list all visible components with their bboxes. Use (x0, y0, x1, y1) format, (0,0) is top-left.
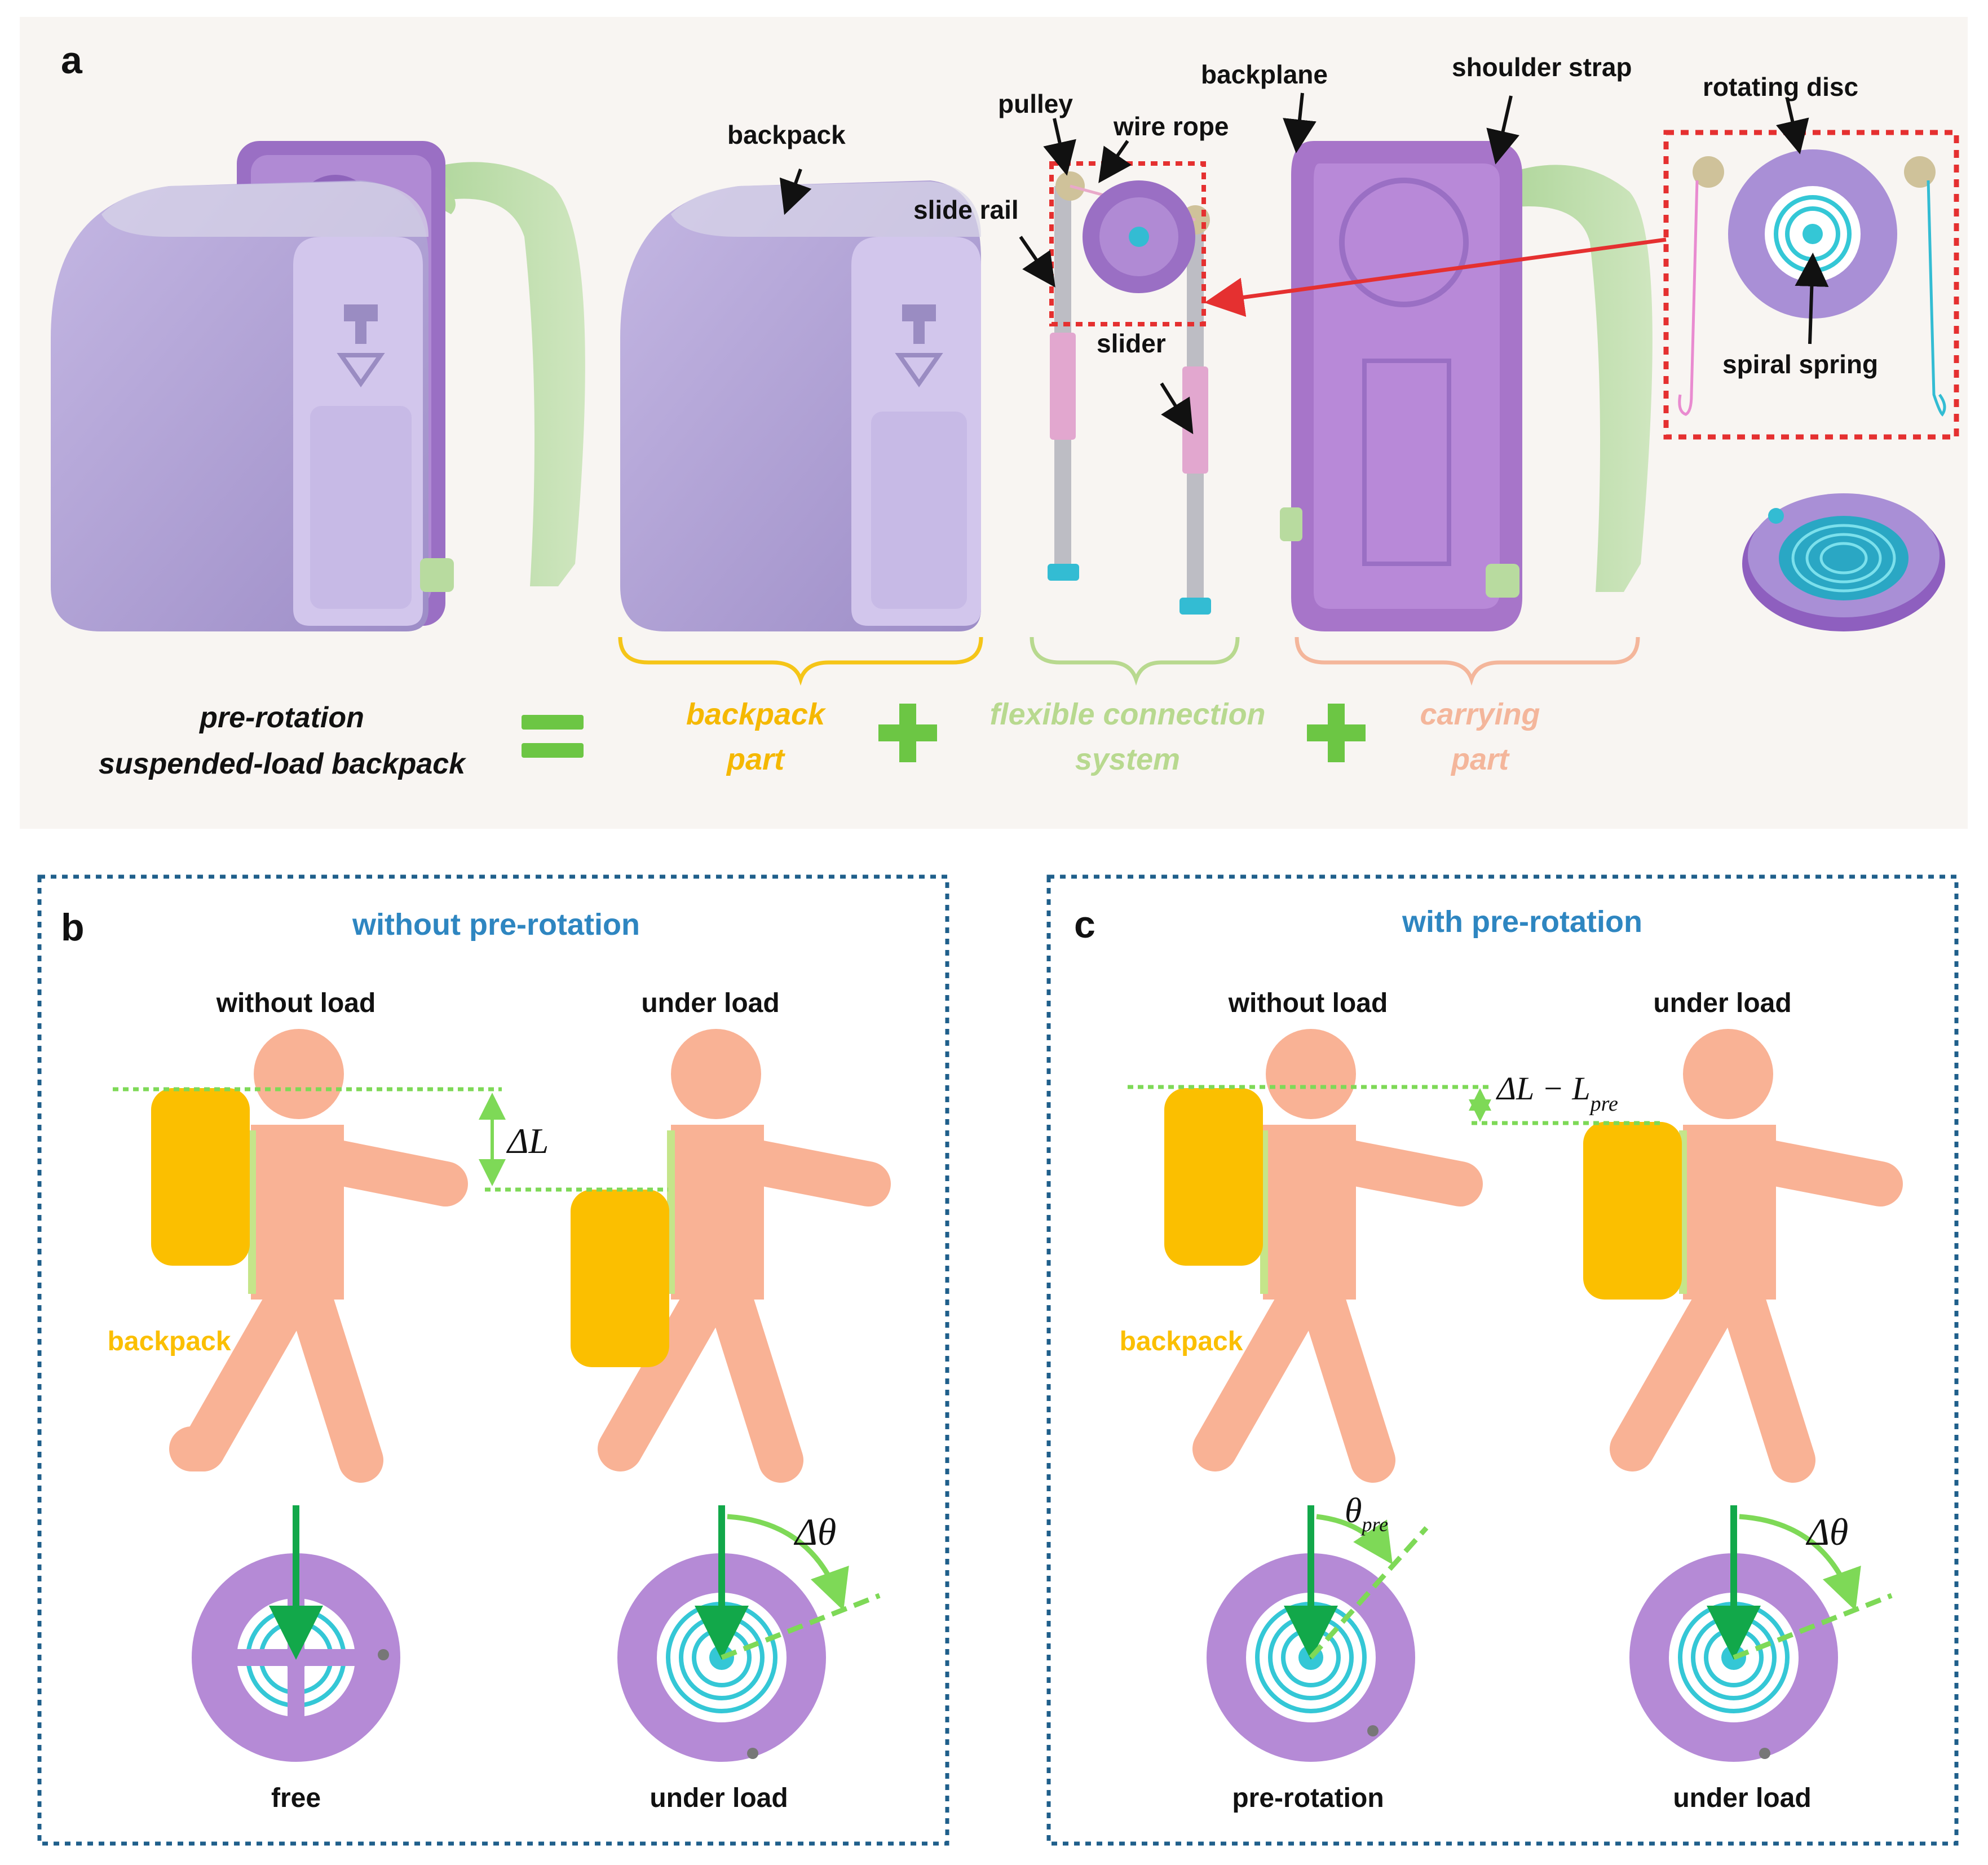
panel-b-right-label: under load (641, 988, 779, 1018)
panel-b-disc-free-label: free (271, 1783, 321, 1813)
part2-line1: flexible connection (989, 697, 1265, 731)
label-shoulder-strap: shoulder strap (1452, 52, 1632, 82)
label-spiral-spring: spiral spring (1722, 350, 1878, 379)
panel-b-delta-label: ΔL (506, 1121, 549, 1161)
part3-line1: carrying (1420, 697, 1540, 731)
panel-b-angle-arc (727, 1514, 849, 1611)
panel-b-title: without pre-rotation (352, 908, 640, 942)
label-rotating-disc: rotating disc (1703, 72, 1858, 101)
panel-c-disc-pre-label: pre-rotation (1232, 1783, 1384, 1813)
panel-c-title: with pre-rotation (1402, 905, 1642, 939)
carrying-part-render (1280, 141, 1653, 631)
brace-carrying-part (1295, 637, 1640, 686)
brace-connection-system (1030, 637, 1240, 686)
panel-c-person-left (1192, 1029, 1483, 1483)
panel-c-angle-label: Δθ (1805, 1510, 1848, 1553)
panel-c-pre-arc (1316, 1514, 1393, 1565)
panel-c-disc-load-label: under load (1673, 1783, 1811, 1813)
panel-b-person-left (169, 1029, 468, 1483)
label-slide-rail: slide rail (913, 195, 1019, 224)
panel-c-person-right (1610, 1029, 1903, 1483)
label-wire-rope: wire rope (1113, 112, 1229, 141)
panel-b-backpack-label: backpack (108, 1327, 231, 1356)
part1-line1: backpack (686, 697, 827, 731)
flexible-connection-render (1048, 171, 1211, 615)
backplane-leader-line (1283, 92, 1317, 153)
label-backplane: backplane (1201, 60, 1328, 89)
plus-sign-2 (1307, 704, 1366, 762)
panel-b-load-rotated-line (721, 1593, 881, 1660)
disc-detail-render (1678, 149, 1946, 417)
lhs-line2: suspended-load backpack (99, 748, 467, 780)
part3-line2: part (1450, 743, 1510, 776)
panel-c-theta-label: θpre (1345, 1492, 1388, 1536)
panel-b-frame (37, 874, 949, 1846)
disc-detail-box (1663, 130, 1959, 440)
panel-c-backpack-right (1583, 1122, 1682, 1300)
slider-leader-line (1160, 382, 1194, 435)
backpack-part-render (620, 180, 981, 631)
panel-c-letter: c (1074, 903, 1095, 946)
panel-c-backpack-label: backpack (1120, 1327, 1243, 1356)
plus-sign-1 (878, 704, 937, 762)
panel-b-backpack-right (571, 1190, 669, 1367)
panel-a-letter: a (61, 39, 83, 82)
label-slider: slider (1097, 329, 1166, 358)
spiral-spring-leader-line (1795, 253, 1829, 344)
panel-c-frame (1046, 874, 1959, 1846)
panel-c-left-label: without load (1228, 988, 1388, 1018)
label-backpack: backpack (727, 120, 846, 149)
slide-rail-leader-line (1019, 236, 1055, 288)
shoulder-strap-leader-line (1486, 95, 1519, 165)
rotating-disc-leader-line (1776, 98, 1809, 154)
part2-line2: system (1075, 743, 1180, 776)
panel-b-angle-label: Δθ (793, 1510, 836, 1553)
equals-sign (522, 715, 584, 758)
panel-c-pre-rotated-line (1309, 1526, 1429, 1659)
lhs-line1: pre-rotation (198, 701, 364, 734)
assembled-backpack (51, 141, 585, 631)
panel-c-load-rotated-line (1733, 1593, 1893, 1660)
panel-c-delta-label: ΔL − Lpre (1496, 1070, 1618, 1116)
part1-line2: part (726, 743, 785, 776)
pulley-leader-line (1043, 118, 1076, 176)
panel-b-disc-load-label: under load (650, 1783, 788, 1813)
panel-c-backpack-left (1164, 1088, 1263, 1266)
wire-rope-leader-line (1098, 140, 1132, 183)
detail-pointer-arrow (1204, 237, 1667, 317)
panel-b-letter: b (61, 906, 85, 949)
disc-3d-render (1742, 493, 1945, 631)
panel-c-right-label: under load (1653, 988, 1791, 1018)
brace-backpack-part (618, 637, 983, 686)
panel-b-person-right (598, 1029, 891, 1483)
label-pulley: pulley (998, 89, 1073, 118)
panel-b-left-label: without load (216, 988, 376, 1018)
panel-c-angle-arc (1739, 1514, 1861, 1611)
panel-b-backpack-left (151, 1088, 250, 1266)
backpack-leader-line (779, 168, 812, 215)
